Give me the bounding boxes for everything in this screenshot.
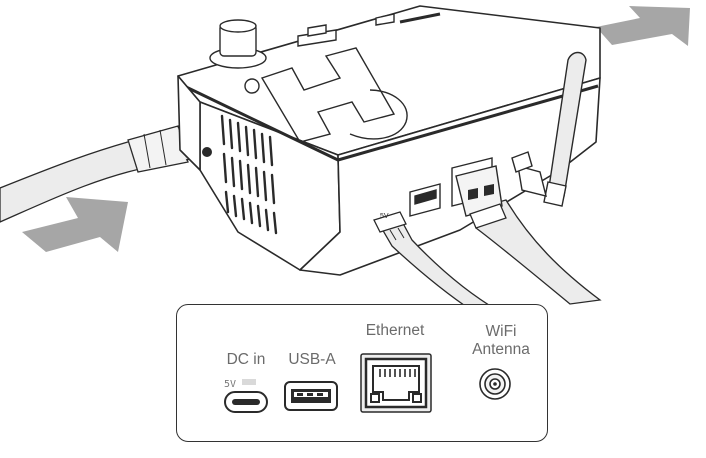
wifi-label-line1: WiFi <box>485 323 517 340</box>
arrow-in-icon <box>22 197 128 252</box>
ethernet-cable <box>455 165 602 305</box>
wifi-antenna <box>511 51 587 207</box>
svg-text:5V: 5V <box>380 213 389 220</box>
voltage-badge: 5V <box>224 379 236 390</box>
side-port-usb-a <box>409 183 441 217</box>
usb-a-port-icon <box>283 380 339 414</box>
dc-jack-icon <box>202 147 212 157</box>
device-logo-icon <box>244 47 408 143</box>
arrow-out-icon <box>596 6 690 46</box>
dc-in-label: DC in <box>226 351 266 368</box>
vent-slots <box>220 114 278 235</box>
device-body <box>177 5 601 276</box>
usb-a-label: USB-A <box>288 351 336 368</box>
wifi-label-line2: Antenna <box>472 341 530 358</box>
sma-antenna-connector-icon <box>477 366 513 402</box>
usb-c-port-icon: 5V <box>222 376 272 416</box>
ethernet-port-icon <box>359 352 433 416</box>
wifi-antenna-label: WiFi Antenna <box>459 323 543 359</box>
top-button-icon <box>209 12 441 69</box>
ethernet-label: Ethernet <box>365 322 425 339</box>
